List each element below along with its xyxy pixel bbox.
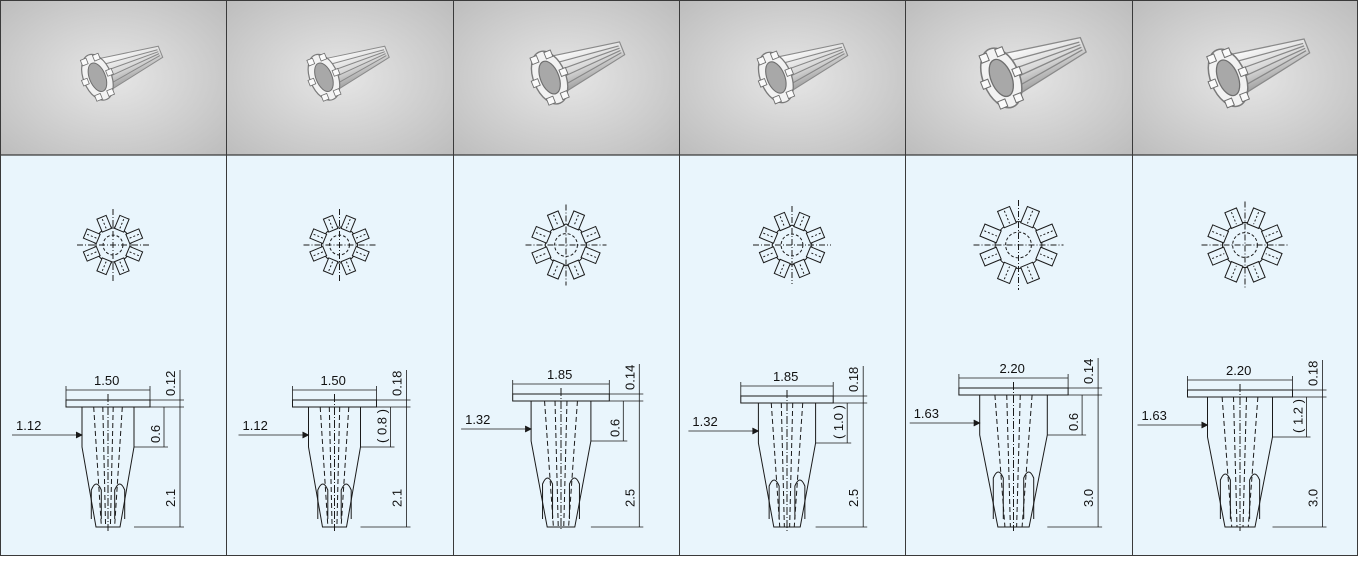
body-length-label: 2.5 [622, 489, 637, 507]
dimension-lines [688, 366, 868, 528]
side-view [1187, 384, 1293, 531]
top-view [753, 206, 831, 284]
contact-pin-photo [529, 41, 626, 106]
side-view [958, 382, 1069, 531]
technical-drawing-e: 2.20 1.63 0.14 3.0 0.6 [909, 200, 1103, 531]
contact-pin-photo [1206, 38, 1311, 109]
top-view [303, 209, 376, 281]
contact-pin-photo [756, 42, 849, 105]
drawing-cell-f: 2.20 1.63 0.18 3.0 ( 1.2 ) [1132, 155, 1358, 556]
side-view [740, 390, 834, 531]
top-view [1201, 201, 1289, 289]
contact-photo-d [679, 0, 905, 155]
dimension-lines [1137, 360, 1327, 528]
split-length-label: 0.6 [1066, 413, 1081, 431]
contact-photo-e [905, 0, 1132, 155]
technical-drawing-d: 1.85 1.32 0.18 2.5 ( 1.0 ) [688, 206, 868, 531]
top-view [525, 204, 607, 286]
contact-pin-photo [79, 45, 164, 102]
photo-cell-b [226, 0, 453, 155]
flange-thickness-label: 0.14 [1081, 359, 1096, 384]
contact-pin-photo [978, 36, 1087, 110]
body-length-label: 3.0 [1081, 489, 1096, 507]
split-length-label: ( 0.8 ) [375, 409, 390, 443]
technical-drawing-c: 1.85 1.32 0.14 2.5 0.6 [461, 204, 644, 531]
photo-cell-c [453, 0, 679, 155]
drawing-cell-a: 1.50 1.12 0.12 2.1 0.6 [0, 155, 226, 556]
photo-cell-a [0, 0, 226, 155]
width-dimension-label: 1.85 [547, 367, 572, 382]
flange-thickness-label: 0.18 [1306, 361, 1321, 386]
contact-photo-a [0, 0, 226, 155]
width-dimension-label: 2.20 [1000, 361, 1025, 376]
side-view [512, 388, 610, 531]
width-dimension-label: 1.50 [321, 373, 346, 388]
technical-drawing-a: 1.50 1.12 0.12 2.1 0.6 [12, 209, 184, 531]
contact-photo-f [1132, 0, 1358, 155]
diameter-dimension-label: 1.12 [16, 418, 41, 433]
diameter-dimension-label: 1.12 [243, 418, 268, 433]
contact-pin-photo [306, 45, 390, 102]
technical-drawing-f: 2.20 1.63 0.18 3.0 ( 1.2 ) [1137, 201, 1327, 531]
body-length-label: 3.0 [1306, 489, 1321, 507]
contact-photo-c [453, 0, 679, 155]
diameter-dimension-label: 1.32 [692, 414, 717, 429]
diameter-dimension-label: 1.32 [465, 412, 490, 427]
split-length-label: 0.6 [607, 419, 622, 437]
body-length-label: 2.1 [163, 489, 178, 507]
drawing-cell-d: 1.85 1.32 0.18 2.5 ( 1.0 ) [679, 155, 905, 556]
top-view [973, 200, 1064, 290]
width-dimension-label: 1.50 [94, 373, 119, 388]
diameter-dimension-label: 1.63 [1142, 408, 1167, 423]
width-dimension-label: 2.20 [1226, 363, 1251, 378]
side-view [292, 394, 377, 531]
drawing-cell-e: 2.20 1.63 0.14 3.0 0.6 [905, 155, 1132, 556]
photo-cell-e [905, 0, 1132, 155]
photo-cell-f [1132, 0, 1358, 155]
diameter-dimension-label: 1.63 [914, 406, 939, 421]
contact-photo-b [226, 0, 453, 155]
flange-thickness-label: 0.18 [846, 367, 861, 392]
split-length-label: ( 1.2 ) [1291, 399, 1306, 433]
dimension-lines [909, 358, 1103, 528]
photo-cell-d [679, 0, 905, 155]
flange-thickness-label: 0.18 [390, 371, 405, 396]
flange-thickness-label: 0.12 [163, 371, 178, 396]
side-view [65, 394, 151, 531]
split-length-label: ( 1.0 ) [831, 405, 846, 439]
body-length-label: 2.5 [846, 489, 861, 507]
body-length-label: 2.1 [390, 489, 405, 507]
drawing-cell-b: 1.50 1.12 0.18 2.1 ( 0.8 ) [226, 155, 453, 556]
split-length-label: 0.6 [148, 425, 163, 443]
dimension-lines [461, 364, 644, 528]
top-view [77, 209, 149, 281]
drawing-cell-c: 1.85 1.32 0.14 2.5 0.6 [453, 155, 679, 556]
flange-thickness-label: 0.14 [622, 365, 637, 390]
technical-drawing-b: 1.50 1.12 0.18 2.1 ( 0.8 ) [238, 209, 411, 531]
dimension-lines [12, 370, 184, 528]
dimension-lines [238, 370, 411, 528]
width-dimension-label: 1.85 [773, 369, 798, 384]
